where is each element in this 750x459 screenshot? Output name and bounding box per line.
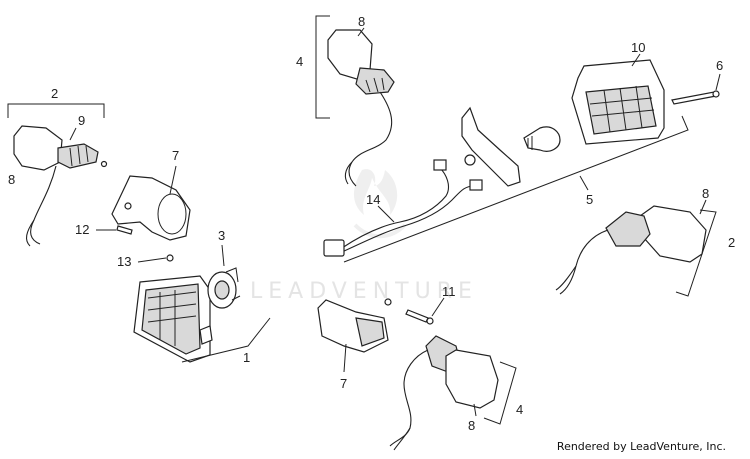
bolt-12 bbox=[116, 225, 133, 235]
leader-9 bbox=[69, 127, 77, 141]
bracket-4-top bbox=[315, 15, 330, 119]
callout-6: 6 bbox=[716, 58, 723, 73]
tail-bulb bbox=[523, 126, 561, 152]
callout-2-left: 2 bbox=[51, 86, 58, 101]
callout-9: 9 bbox=[78, 113, 85, 128]
screw-left bbox=[100, 160, 108, 168]
callout-4-top: 4 bbox=[296, 54, 303, 69]
callout-3: 3 bbox=[218, 228, 225, 243]
leader-7-top bbox=[169, 165, 177, 195]
bracket-4-bottom bbox=[483, 361, 517, 425]
indicator-top bbox=[327, 29, 395, 187]
leader-8-right bbox=[699, 199, 707, 215]
leader-5 bbox=[579, 175, 589, 191]
bracket-2-right bbox=[675, 209, 717, 297]
callout-8-left: 8 bbox=[8, 172, 15, 187]
bracket-5 bbox=[343, 115, 689, 263]
leader-10 bbox=[631, 53, 641, 67]
indicator-right bbox=[555, 205, 707, 295]
watermark-text: LEADVENTURE bbox=[250, 279, 478, 304]
watermark-logo bbox=[353, 169, 407, 239]
leader-11 bbox=[431, 297, 445, 317]
wiring-harness bbox=[323, 159, 483, 257]
callout-10: 10 bbox=[631, 40, 645, 55]
leader-1 bbox=[181, 317, 271, 363]
indicator-bottom bbox=[389, 335, 499, 451]
tail-light bbox=[571, 59, 665, 145]
callout-1: 1 bbox=[243, 350, 250, 365]
callout-14: 14 bbox=[366, 192, 380, 207]
callout-8-top: 8 bbox=[358, 14, 365, 29]
callout-2-right: 2 bbox=[728, 235, 735, 250]
leader-6 bbox=[715, 73, 721, 91]
tail-light-bracket bbox=[461, 106, 521, 187]
leader-3 bbox=[221, 244, 225, 267]
callout-5: 5 bbox=[586, 192, 593, 207]
nut-13 bbox=[166, 254, 174, 262]
callout-11: 11 bbox=[442, 284, 456, 299]
callout-4-bottom: 4 bbox=[516, 402, 523, 417]
bolt-11 bbox=[384, 298, 434, 325]
callout-7-bottom: 7 bbox=[340, 376, 347, 391]
leader-8-top bbox=[357, 27, 365, 37]
bracket-2-left bbox=[7, 103, 105, 118]
callout-13: 13 bbox=[117, 254, 131, 269]
callout-7-top: 7 bbox=[172, 148, 179, 163]
leader-8-bottom bbox=[473, 403, 477, 417]
indicator-left bbox=[13, 125, 99, 247]
screw-6 bbox=[671, 90, 720, 105]
leader-13 bbox=[137, 257, 167, 263]
headlight-bracket-bottom bbox=[317, 299, 389, 353]
credit-text: Rendered by LeadVenture, Inc. bbox=[556, 440, 726, 453]
leader-7-bottom bbox=[343, 343, 347, 373]
callout-8-right: 8 bbox=[702, 186, 709, 201]
callout-12: 12 bbox=[75, 222, 89, 237]
bulb-socket bbox=[207, 267, 241, 309]
headlight bbox=[133, 275, 213, 363]
leader-14 bbox=[377, 205, 395, 223]
callout-8-bottom: 8 bbox=[468, 418, 475, 433]
